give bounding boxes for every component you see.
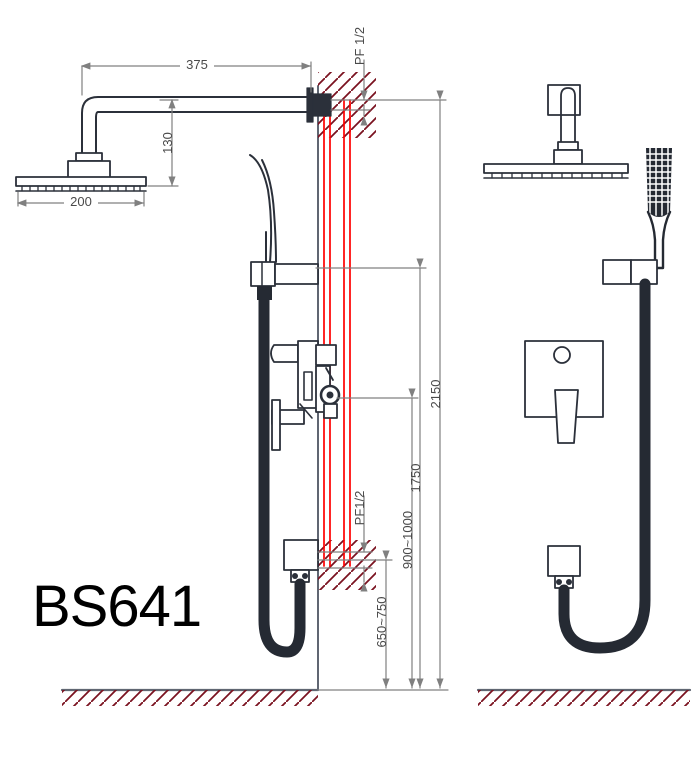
- lever-handle[interactable]: [554, 389, 579, 444]
- mixer-valve: [270, 340, 341, 451]
- dimension-label-200: 200: [70, 194, 92, 209]
- dimension-labels: 375 200 130 PF 1/2 PF1/2 650~750 900~100…: [64, 27, 443, 648]
- shower-head-coupling: [67, 152, 111, 181]
- dimension-label-130: 130: [160, 132, 175, 154]
- dimension-lines: [16, 59, 449, 691]
- front-rain-shower-head: [483, 163, 629, 179]
- dimension-label-pf12-lower: PF1/2: [352, 491, 367, 526]
- top-wall-fitting: [306, 87, 332, 123]
- front-elevation-view: [476, 84, 692, 706]
- dimension-pf12-lower: [317, 495, 373, 592]
- dimension-label-900-1000: 900~1000: [400, 511, 415, 569]
- front-shower-hose: [558, 278, 651, 654]
- front-hand-shower: [646, 148, 672, 270]
- lever-handle: [319, 367, 341, 419]
- dimension-label-2150: 2150: [428, 380, 443, 409]
- shower-hose: [258, 290, 306, 658]
- diverter-knob: [270, 344, 299, 363]
- front-shower-arm: [547, 84, 583, 165]
- dimension-900-1000: [336, 388, 419, 689]
- supply-pipes: [323, 99, 351, 567]
- rain-shower-head: [15, 176, 147, 192]
- hand-shower-holder: [250, 261, 319, 300]
- dimension-label-650-750: 650~750: [374, 597, 389, 648]
- model-number-label: BS641: [32, 574, 202, 639]
- front-mixer-valve: [524, 340, 604, 444]
- handle-lever: [271, 399, 313, 451]
- hand-shower: [249, 154, 277, 263]
- dimension-label-pf12-top: PF 1/2: [352, 27, 367, 65]
- dimension-130: [147, 98, 179, 187]
- front-outlet-elbow: [547, 545, 581, 589]
- outlet-elbow: [283, 539, 319, 583]
- shower-arm: [81, 96, 308, 157]
- dimension-650-750: [317, 550, 393, 689]
- ground-line: [60, 688, 320, 706]
- dimension-2150: [367, 90, 447, 689]
- dimension-label-1750: 1750: [408, 464, 423, 493]
- diverter-button[interactable]: [553, 346, 571, 364]
- dimension-1750: [315, 258, 427, 689]
- front-ground-line: [476, 688, 692, 706]
- dimension-label-375: 375: [186, 57, 208, 72]
- dimension-pf12-top: [330, 59, 371, 126]
